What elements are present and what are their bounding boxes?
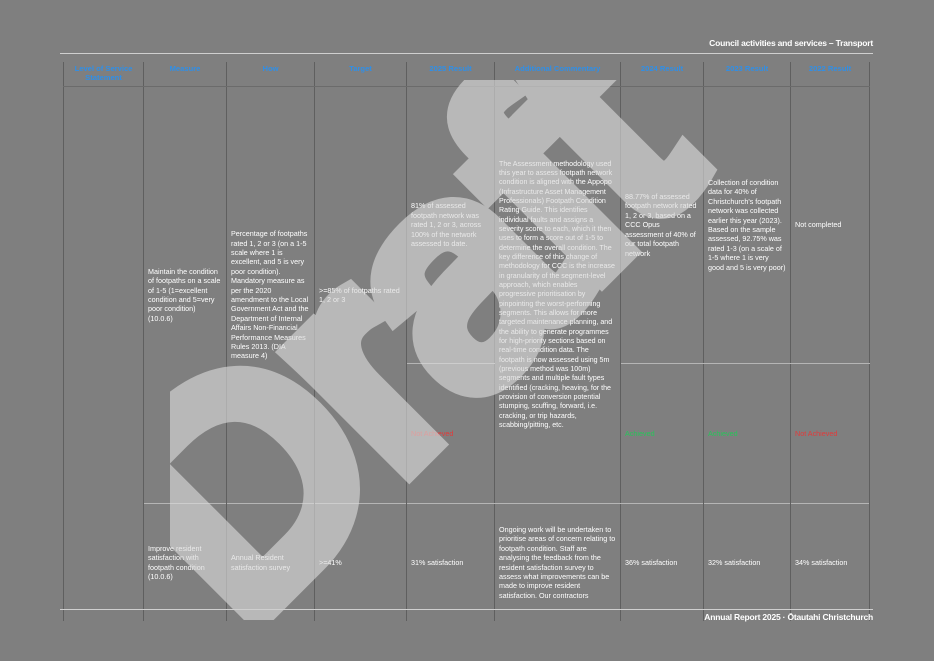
col-header-how: How — [226, 62, 315, 87]
how-cell: Percentage of footpaths rated 1, 2 or 3 … — [226, 86, 315, 504]
how-cell: Annual Resident satisfaction survey — [226, 503, 315, 621]
result-2023-status: Achieved — [703, 363, 791, 504]
result-2025-status: Not Achieved — [406, 363, 495, 504]
table-header-row: Level of Service Statement Measure How T… — [63, 62, 870, 87]
result-2022-status: Not Achieved — [790, 363, 870, 504]
result-2024-detail-cell: 88.77% of assessed footpath network rate… — [620, 86, 704, 364]
result-2023-detail-cell: Collection of condition data for 40% of … — [703, 86, 791, 364]
col-header-2025-result: 2025 Result — [406, 62, 495, 87]
table-row-status: Not Achieved Achieved Achieved Not Achie… — [64, 363, 870, 504]
result-2024-status: Achieved — [620, 363, 704, 504]
target-cell: >=85% of footpaths rated 1, 2 or 3 — [314, 86, 407, 504]
commentary-cell: Ongoing work will be undertaken to prior… — [494, 503, 621, 621]
level-of-service-cell — [63, 86, 144, 621]
result-2025-detail-cell: 81% of assessed footpath network was rat… — [406, 86, 495, 364]
target-cell: >=41% — [314, 503, 407, 621]
commentary-cell: The Assessment methodology used this yea… — [494, 86, 621, 504]
running-footer: Annual Report 2025 · Ōtautahi Christchur… — [704, 612, 873, 622]
result-2024-cell: 36% satisfaction — [620, 503, 704, 621]
col-header-level-of-service: Level of Service Statement — [63, 62, 144, 87]
header-rule — [60, 53, 873, 54]
col-header-2022-result: 2022 Result — [790, 62, 870, 87]
result-2023-cell: 32% satisfaction — [703, 503, 791, 621]
table-row: Improve resident satisfaction with footp… — [63, 503, 870, 621]
level-of-service-table: Level of Service Statement Measure How T… — [63, 62, 870, 621]
col-header-2024-result: 2024 Result — [620, 62, 704, 87]
footer-rule — [60, 609, 873, 610]
result-2022-detail-cell: Not completed — [790, 86, 870, 364]
col-header-additional-commentary: Additional Commentary — [494, 62, 621, 87]
result-2022-cell: 34% satisfaction — [790, 503, 870, 621]
measure-cell: Improve resident satisfaction with footp… — [143, 503, 227, 621]
result-2025-cell: 31% satisfaction — [406, 503, 495, 621]
running-header: Council activities and services – Transp… — [709, 38, 873, 48]
table-row: Maintain the condition of footpaths on a… — [63, 86, 870, 621]
measure-cell: Maintain the condition of footpaths on a… — [143, 86, 227, 504]
col-header-target: Target — [314, 62, 407, 87]
col-header-2023-result: 2023 Result — [703, 62, 791, 87]
col-header-measure: Measure — [143, 62, 227, 87]
